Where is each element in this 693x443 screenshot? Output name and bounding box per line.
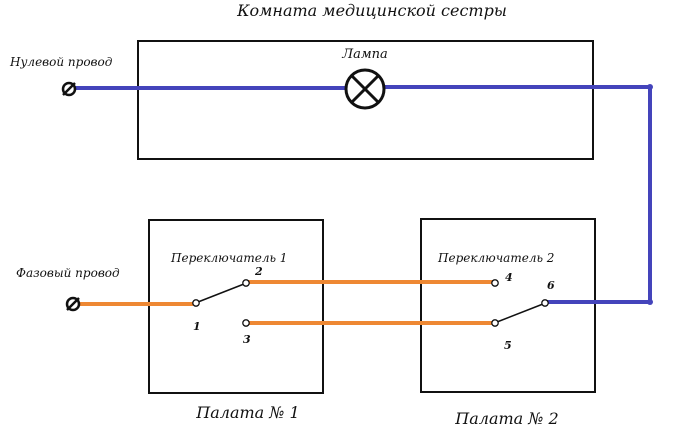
junction-dot-bottom xyxy=(647,299,653,305)
neutral-wire-label: Нулевой провод xyxy=(9,55,113,69)
neutral-terminal-icon xyxy=(61,81,77,97)
switch1-icon xyxy=(192,279,250,327)
nurse-room-title: Комната медицинской сестры xyxy=(236,1,507,20)
terminal-6-label: 6 xyxy=(547,279,555,292)
terminal-2-label: 2 xyxy=(254,265,263,278)
ward1-label: Палата № 1 xyxy=(195,403,299,422)
nurse-room-box xyxy=(137,40,594,160)
phase-wire-label: Фазовый провод xyxy=(16,266,120,280)
ward2-label: Палата № 2 xyxy=(454,409,558,428)
switch2-label: Переключатель 2 xyxy=(437,251,554,265)
terminal-1-label: 1 xyxy=(193,320,201,333)
junction-dot-top xyxy=(647,84,653,90)
switch2-icon xyxy=(491,279,549,327)
terminal-3-label: 3 xyxy=(243,333,251,346)
switch1-label: Переключатель 1 xyxy=(170,251,287,265)
terminal-5-label: 5 xyxy=(504,339,512,352)
terminal-4-label: 4 xyxy=(505,271,513,284)
ward1-box xyxy=(148,219,324,394)
neutral-wire-right xyxy=(385,85,652,304)
phase-terminal-icon xyxy=(65,296,81,312)
lamp-icon xyxy=(344,68,386,110)
lamp-label: Лампа xyxy=(341,47,388,62)
ward2-box xyxy=(420,218,596,393)
